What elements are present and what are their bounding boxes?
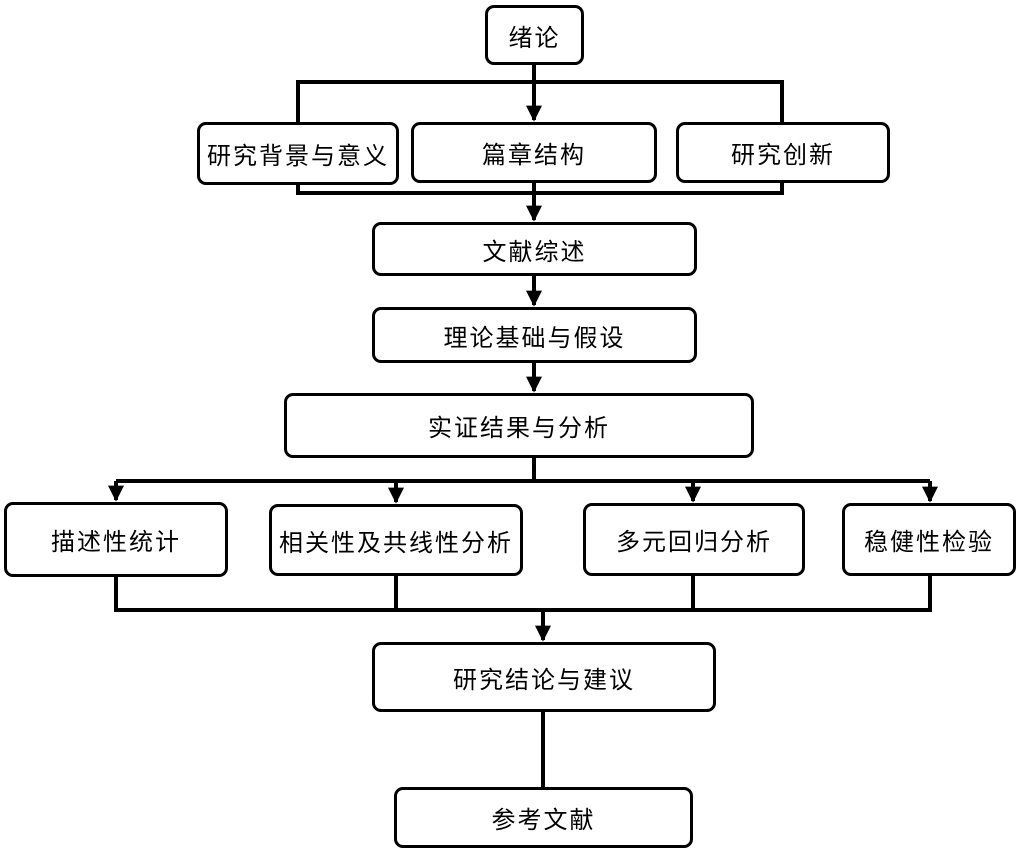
node-correlation: 相关性及共线性分析 [269,504,523,576]
node-regression: 多元回归分析 [583,503,805,576]
node-theory: 理论基础与假设 [372,307,697,363]
node-intro: 绪论 [485,5,584,65]
node-structure: 篇章结构 [411,122,657,183]
node-literature: 文献综述 [372,222,697,276]
node-innovation-label: 研究创新 [731,143,835,169]
node-innovation: 研究创新 [676,122,890,183]
node-structure-label: 篇章结构 [482,143,586,169]
node-correlation-label: 相关性及共线性分析 [279,530,513,557]
node-conclusion-label: 研究结论与建议 [453,667,635,694]
node-literature-label: 文献综述 [482,239,587,266]
node-conclusion: 研究结论与建议 [372,642,716,712]
node-robustness: 稳健性检验 [842,503,1016,576]
node-background: 研究背景与意义 [197,122,399,185]
node-empirical: 实证结果与分析 [284,393,754,458]
node-references-label: 参考文献 [491,808,596,834]
node-references: 参考文献 [394,787,693,848]
node-background-label: 研究背景与意义 [207,144,389,170]
node-descriptive-label: 描述性统计 [51,530,181,556]
node-robustness-label: 稳健性检验 [864,530,994,556]
node-theory-label: 理论基础与假设 [443,325,626,352]
node-intro-label: 绪论 [508,25,561,52]
node-descriptive: 描述性统计 [4,502,228,577]
node-regression-label: 多元回归分析 [616,530,772,556]
node-empirical-label: 实证结果与分析 [428,416,610,442]
